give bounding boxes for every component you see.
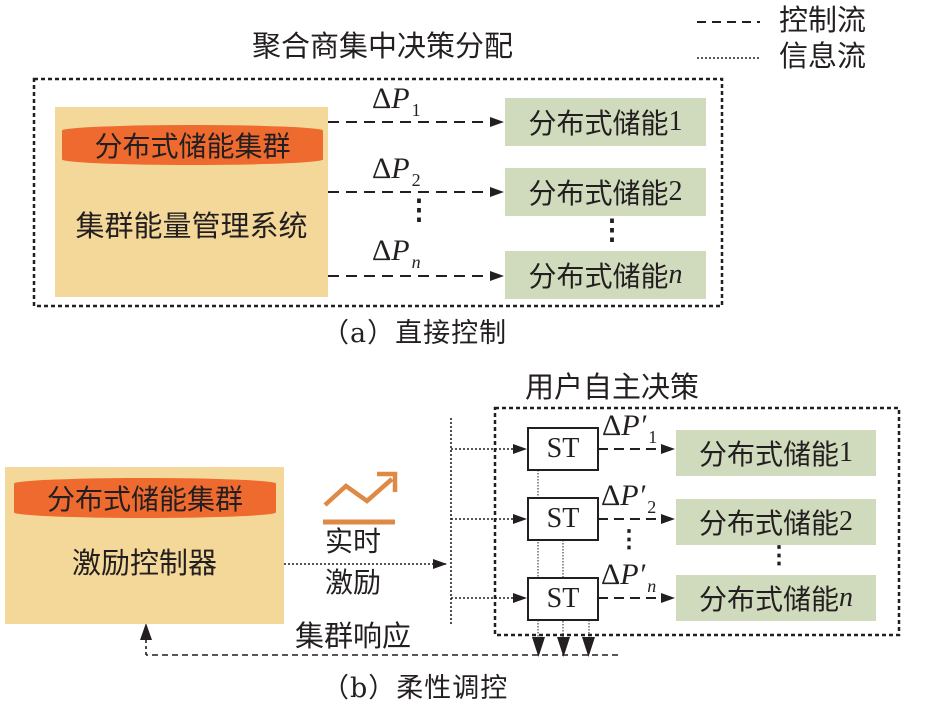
ems-label: 集群能量管理系统 bbox=[75, 209, 308, 243]
legend-info-flow-label: 信息流 bbox=[779, 39, 867, 73]
ellipsis-a-signals: ⋮ bbox=[405, 193, 433, 226]
incentive-label: 激励 bbox=[325, 566, 382, 599]
realtime-label: 实时 bbox=[325, 525, 382, 558]
aggregator-boundary-box bbox=[32, 77, 724, 308]
ellipsis-a-storage: ⋮ bbox=[598, 213, 626, 246]
caption-a: （a）直接控制 bbox=[322, 318, 508, 349]
smart-terminal-2: ST bbox=[527, 497, 599, 541]
cluster-response-label: 集群响应 bbox=[295, 619, 412, 653]
user-decision-title: 用户自主决策 bbox=[525, 370, 700, 404]
trend-up-icon bbox=[323, 471, 398, 525]
legend-control-flow-label: 控制流 bbox=[779, 3, 867, 37]
ellipsis-b-signals: ⋮ bbox=[617, 524, 641, 553]
response-arrowhead-2 bbox=[557, 637, 570, 657]
cluster-label-b: 分布式储能集群 bbox=[46, 483, 243, 516]
caption-b: （b）柔性调控 bbox=[322, 673, 509, 704]
delta-p-prime-n-label: ΔP′n bbox=[601, 558, 657, 596]
smart-terminal-1: ST bbox=[527, 427, 599, 471]
ellipsis-b-storage: ⋮ bbox=[767, 540, 791, 569]
delta-p-prime-2-label: ΔP′2 bbox=[601, 479, 657, 517]
cluster-label-pill-a: 分布式储能集群 bbox=[62, 125, 323, 165]
response-arrowhead-1 bbox=[532, 637, 545, 657]
delta-p-prime-1-label: ΔP′1 bbox=[602, 409, 658, 447]
cluster-label-pill-b: 分布式储能集群 bbox=[14, 478, 276, 518]
smart-terminal-n: ST bbox=[527, 577, 599, 621]
incentive-controller-label: 激励控制器 bbox=[71, 546, 217, 580]
cluster-label-a: 分布式储能集群 bbox=[94, 130, 291, 163]
user-decision-boundary-box bbox=[493, 406, 901, 637]
cluster-response-arrowhead bbox=[140, 623, 152, 640]
response-arrowhead-3 bbox=[582, 637, 595, 657]
aggregator-title: 聚合商集中决策分配 bbox=[252, 29, 514, 63]
